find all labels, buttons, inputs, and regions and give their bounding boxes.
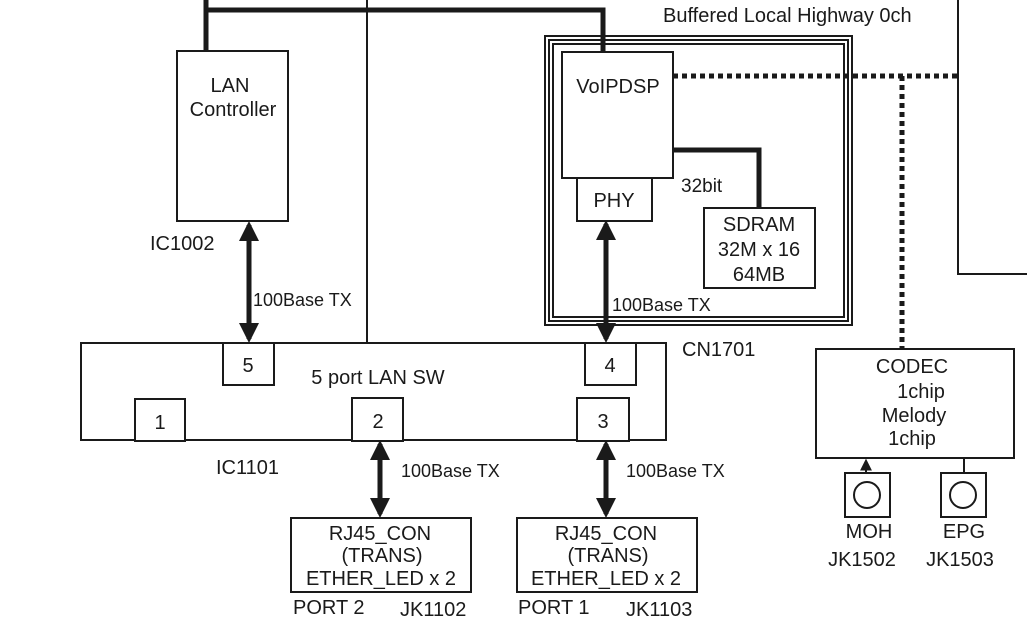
phy xyxy=(576,177,653,222)
lan-switch-title: 5 port LAN SW xyxy=(311,367,445,389)
rj45-right-line-1: RJ45_CON xyxy=(555,523,657,545)
bus-width-label: 32bit xyxy=(681,176,723,197)
sdram-label-2: 32M x 16 xyxy=(718,239,800,261)
port-5-label: 5 xyxy=(242,355,253,377)
port-1-name: PORT 1 xyxy=(518,597,590,619)
codec-line-2: 1chip xyxy=(897,381,945,403)
sdram-label-1: SDRAM xyxy=(723,214,795,236)
epg-jack xyxy=(940,472,987,518)
jk1503-ref: JK1503 xyxy=(926,549,994,571)
port-2-name: PORT 2 xyxy=(293,597,365,619)
moh-jack-socket-icon xyxy=(853,481,881,509)
dsp-module xyxy=(544,35,853,326)
jk1103-ref: JK1103 xyxy=(626,599,692,621)
switch-port-1: 1 xyxy=(134,398,186,442)
switch-port-3: 3 xyxy=(576,397,630,442)
lan-controller-label-1: LAN xyxy=(211,75,250,97)
codec xyxy=(815,348,1015,459)
rj45-right-line-3: ETHER_LED x 2 xyxy=(531,568,681,590)
port-4-label: 4 xyxy=(604,355,615,377)
rj45-left-line-3: ETHER_LED x 2 xyxy=(306,568,456,590)
port-1-label: 1 xyxy=(154,412,165,434)
moh-jack xyxy=(844,472,891,518)
epg-label: EPG xyxy=(943,521,985,543)
moh-label: MOH xyxy=(846,521,893,543)
ic1101-ref: IC1101 xyxy=(216,457,279,479)
port-2-label: 2 xyxy=(372,411,383,433)
port2-link-label: 100Base TX xyxy=(401,461,500,481)
port-3-label: 3 xyxy=(597,411,608,433)
sdram-bus xyxy=(673,147,762,208)
phy-label: PHY xyxy=(593,190,634,212)
jk1502-ref: JK1502 xyxy=(828,549,896,571)
codec-line-1: CODEC xyxy=(876,356,948,378)
switch-port-4: 4 xyxy=(584,342,637,386)
sdram xyxy=(703,207,816,289)
dsp-link-label: 100Base TX xyxy=(612,295,711,315)
highway-label: Buffered Local Highway 0ch xyxy=(663,5,912,27)
rj45-connector-right xyxy=(516,517,698,593)
sdram-label-3: 64MB xyxy=(733,264,785,286)
epg-jack-socket-icon xyxy=(949,481,977,509)
ic1002-ref: IC1002 xyxy=(150,233,215,255)
lan-controller-label-2: Controller xyxy=(190,99,277,121)
lan-controller: LAN Controller xyxy=(176,50,289,222)
codec-line-4: 1chip xyxy=(888,428,936,450)
jk1102-ref: JK1102 xyxy=(400,599,466,621)
codec-line-3: Melody xyxy=(882,405,946,427)
switch-port-5: 5 xyxy=(222,342,275,386)
rj45-left-line-1: RJ45_CON xyxy=(329,523,431,545)
cn1701-ref: CN1701 xyxy=(682,339,755,361)
port3-link-label: 100Base TX xyxy=(626,461,725,481)
voip-dsp-label: VoIPDSP xyxy=(576,76,659,98)
rj45-connector-left xyxy=(290,517,472,593)
controller-link-label: 100Base TX xyxy=(253,290,352,310)
rj45-right-line-2: (TRANS) xyxy=(567,545,648,567)
highway-dotted-link xyxy=(673,73,958,349)
highway-frame xyxy=(957,0,1027,275)
top-bus xyxy=(203,0,606,343)
voip-dsp xyxy=(561,51,674,179)
switch-port-2: 2 xyxy=(351,397,404,442)
rj45-left-line-2: (TRANS) xyxy=(341,545,422,567)
